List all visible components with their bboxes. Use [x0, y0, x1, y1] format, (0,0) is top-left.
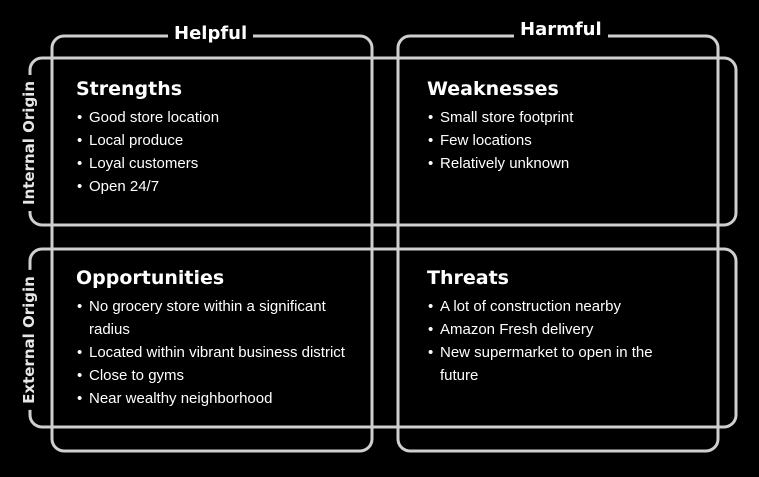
strengths-list: Good store location Local produce Loyal … — [76, 106, 366, 198]
list-item: Small store footprint — [427, 106, 712, 129]
list-item: Near wealthy neighborhood — [76, 387, 366, 410]
threats-title: Threats — [427, 267, 509, 289]
opportunities-list: No grocery store within a significant ra… — [76, 295, 366, 410]
list-item: Loyal customers — [76, 152, 366, 175]
weaknesses-quadrant: Weaknesses Small store footprint Few loc… — [427, 78, 712, 175]
list-item: Good store location — [76, 106, 366, 129]
column-label-harmful: Harmful — [514, 19, 608, 40]
weaknesses-list: Small store footprint Few locations Rela… — [427, 106, 712, 175]
list-item: Few locations — [427, 129, 712, 152]
threats-list: A lot of construction nearby Amazon Fres… — [427, 295, 689, 387]
threats-quadrant: Threats A lot of construction nearby Ama… — [427, 267, 689, 387]
list-item: New supermarket to open in the future — [427, 341, 689, 387]
row-label-external: External Origin — [20, 270, 38, 410]
column-label-helpful: Helpful — [168, 23, 254, 44]
list-item: Local produce — [76, 129, 366, 152]
strengths-quadrant: Strengths Good store location Local prod… — [76, 78, 366, 198]
list-item: Close to gyms — [76, 364, 366, 387]
opportunities-title: Opportunities — [76, 267, 225, 289]
list-item: A lot of construction nearby — [427, 295, 689, 318]
list-item: No grocery store within a significant ra… — [76, 295, 366, 341]
strengths-title: Strengths — [76, 78, 183, 100]
list-item: Relatively unknown — [427, 152, 712, 175]
list-item: Amazon Fresh delivery — [427, 318, 689, 341]
row-label-internal: Internal Origin — [20, 74, 38, 212]
list-item: Located within vibrant business district — [76, 341, 366, 364]
opportunities-quadrant: Opportunities No grocery store within a … — [76, 267, 366, 410]
weaknesses-title: Weaknesses — [427, 78, 559, 100]
list-item: Open 24/7 — [76, 175, 366, 198]
